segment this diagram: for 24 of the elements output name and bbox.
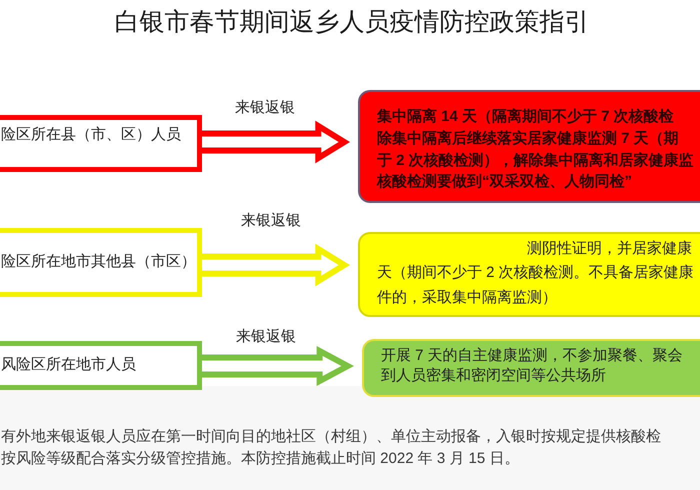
block-arrow	[199, 346, 354, 386]
measure-text: 天（期间不少于 2 次核酸检测。不具备居家健康	[377, 263, 694, 284]
note-text: 有外地来银返银人员应在第一时间向目的地社区（村组）、单位主动报备，入银时按规定提供核酸检	[1, 427, 661, 447]
block-arrow	[199, 120, 350, 164]
category-box: 险区所在地市其他县（市区）	[0, 228, 202, 297]
measure-box	[362, 339, 700, 397]
measure-text: 于 2 次核酸检测），解除集中隔离和居家健康监	[377, 150, 694, 171]
note-text: 按风险等级配合落实分级管控措施。本防控措施截止时间 2022 年 3 月 15 日。	[1, 449, 520, 469]
measure-text: 除集中隔离后继续落实居家健康监测 7 天（期	[377, 128, 679, 149]
measure-text: 核酸检测要做到“双采双检、人物同检”	[377, 172, 632, 192]
category-box: 风险区所在地市人员	[0, 341, 202, 390]
measure-text: 到人员密集和密闭空间等公共场所	[381, 366, 606, 386]
edge-label: 来银返银	[236, 327, 296, 347]
edge-label: 来银返银	[241, 211, 301, 231]
edge-label: 来银返银	[235, 98, 295, 118]
measure-box	[358, 90, 700, 203]
measure-box	[358, 232, 700, 317]
measure-text: 开展 7 天的自主健康监测，不参加聚餐、聚会	[381, 346, 683, 366]
title: 白银市春节期间返乡人员疫情防控政策指引	[114, 7, 590, 37]
block-arrow	[199, 244, 350, 286]
measure-text: 集中隔离 14 天（隔离期间不少于 7 次核酸检	[377, 107, 674, 128]
category-box: 险区所在县（市、区）人员	[0, 115, 202, 172]
measure-text: 测阴性证明，并居家健康	[527, 238, 692, 259]
measure-text: 件的，采取集中隔离监测）	[377, 288, 557, 308]
